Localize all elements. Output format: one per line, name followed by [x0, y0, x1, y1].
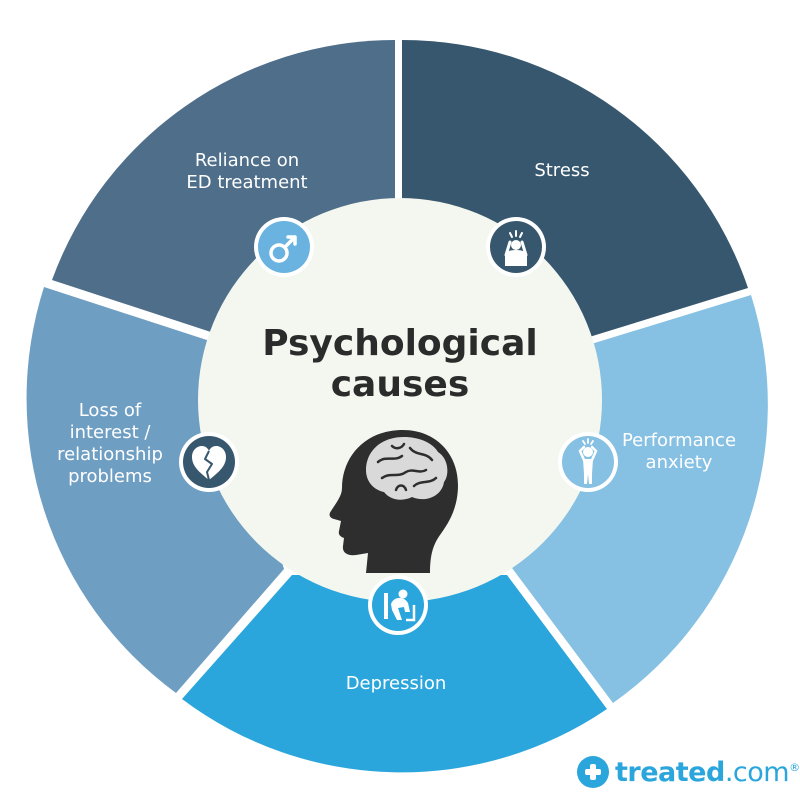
label-stress: Stress [534, 160, 589, 181]
male-symbol-icon [254, 217, 314, 277]
label-performance-anxiety-line: Performance [622, 430, 736, 451]
label-loss-of-interest-line: relationship [57, 444, 163, 465]
stressed-person-icon [486, 217, 546, 277]
title-line-1: Psychological [262, 323, 538, 364]
brain-head-icon [329, 430, 458, 573]
brand-domain: .com [724, 756, 790, 788]
label-reliance-on-ed-treatment-line: Reliance on [195, 150, 299, 171]
label-depression-line: Depression [346, 673, 447, 694]
label-loss-of-interest-line: interest / [70, 422, 152, 443]
label-loss-of-interest-line: Loss of [79, 400, 142, 421]
brand-name: treated [615, 756, 725, 788]
anxious-person-icon [558, 432, 618, 492]
label-performance-anxiety-line: anxiety [646, 452, 713, 473]
title-line-2: causes [331, 364, 470, 405]
label-stress-line: Stress [534, 160, 589, 181]
center-circle [198, 198, 602, 602]
plus-cross-icon [577, 756, 609, 788]
brand-mark: ® [789, 760, 800, 774]
label-depression: Depression [346, 673, 447, 694]
label-reliance-on-ed-treatment-line: ED treatment [186, 172, 307, 193]
label-loss-of-interest-line: problems [68, 466, 152, 487]
broken-heart-icon [179, 432, 239, 492]
segment-depression [182, 575, 607, 773]
brand-logo: treated.com® [577, 754, 800, 790]
depressed-person-icon [368, 575, 428, 635]
